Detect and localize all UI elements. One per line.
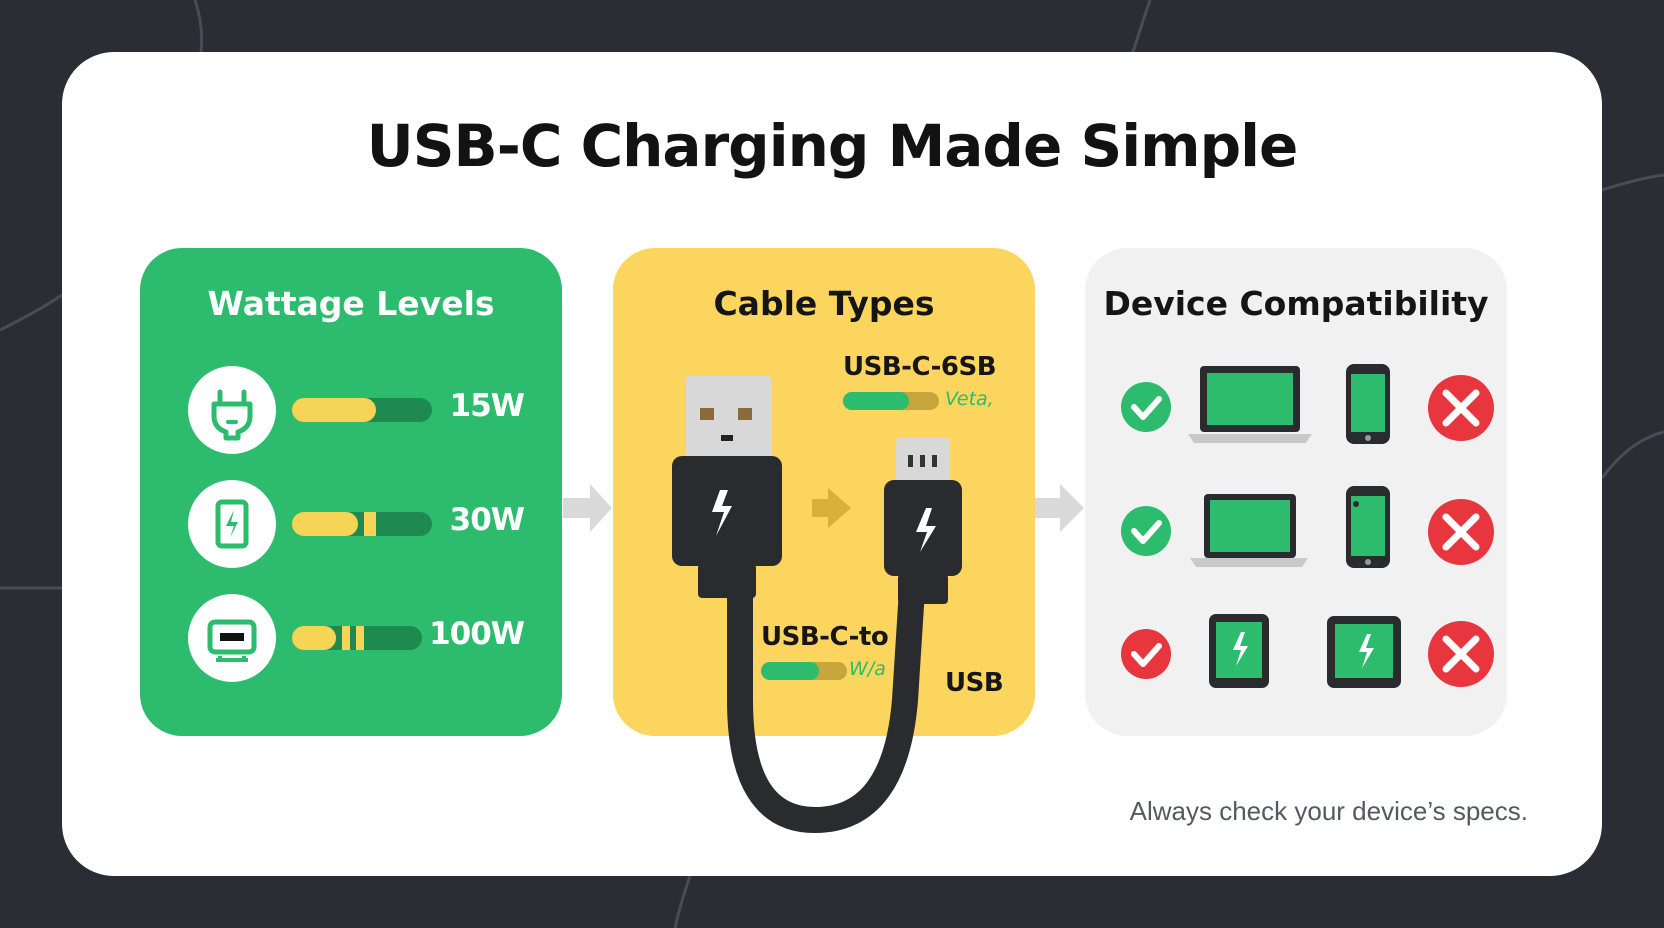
tablet-charging-icon: [1327, 616, 1401, 688]
arrow-right-icon: [812, 488, 851, 528]
x-icon: [1428, 375, 1494, 441]
cable-label-middle: USB-C-to: [761, 622, 889, 652]
wattage-bar-15w: [292, 398, 432, 422]
cable-bar-top: [843, 392, 939, 410]
plug-icon: [188, 366, 276, 454]
check-icon-red: [1121, 629, 1171, 679]
wattage-label-100w: 100W: [429, 616, 525, 652]
charger-device-icon: [188, 594, 276, 682]
cable-note-top: Veta,: [945, 388, 994, 410]
wattage-panel-title: Wattage Levels: [207, 284, 495, 323]
footnote: Always check your device’s specs.: [1129, 796, 1528, 826]
tablet-charging-icon: [1209, 614, 1269, 688]
x-icon: [1428, 621, 1494, 687]
cable-panel-title: Cable Types: [713, 284, 935, 323]
check-icon: [1121, 382, 1171, 432]
wattage-label-15w: 15W: [449, 388, 525, 424]
laptop-icon: [1190, 494, 1308, 567]
arrow-right-icon: [563, 484, 612, 532]
arrow-right-icon: [1035, 484, 1084, 532]
check-icon: [1121, 506, 1171, 556]
wattage-bar-30w: [292, 512, 432, 536]
page-title: USB-C Charging Made Simple: [366, 112, 1299, 180]
x-icon: [1428, 499, 1494, 565]
usb-cable-illustration: [672, 376, 962, 834]
wattage-bar-100w: [292, 626, 422, 650]
charging-battery-icon: [188, 480, 276, 568]
phone-icon: [1346, 486, 1390, 568]
laptop-icon: [1188, 366, 1312, 443]
phone-icon: [1346, 364, 1390, 444]
wattage-panel: Wattage Levels 15W 30W 1: [140, 248, 562, 736]
wattage-label-30w: 30W: [449, 502, 525, 538]
cable-label-bottom: USB: [945, 668, 1004, 698]
cable-label-top: USB-C-6SB: [843, 352, 997, 382]
device-panel-title: Device Compatibility: [1103, 284, 1489, 323]
cable-note-middle: W/a: [849, 658, 886, 680]
cable-bar-middle: [761, 662, 847, 680]
